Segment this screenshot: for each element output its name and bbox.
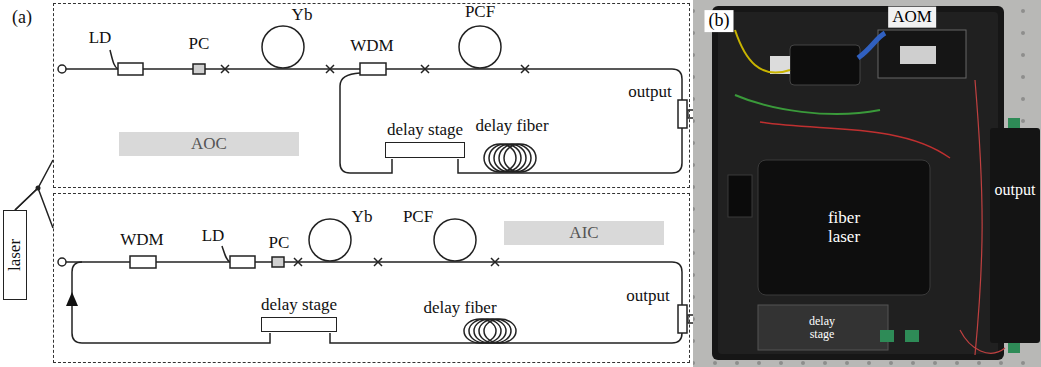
fiber-component: [118, 63, 687, 128]
fiber-component: [230, 256, 255, 268]
fiber-component: [118, 63, 143, 75]
stage-label: delay stage: [261, 296, 337, 315]
setup-panel: AOC delay stage: [53, 3, 690, 188]
photo-panel: [790, 45, 860, 85]
photo-panel: [960, 330, 1005, 353]
photo-panel: [735, 95, 880, 114]
photo-panel: [975, 80, 982, 355]
fiber-component: [678, 100, 687, 128]
laser-box: laser: [3, 210, 27, 300]
panel-letter: (b): [705, 10, 734, 32]
photo-panel: [758, 160, 930, 295]
fiber-component: [360, 63, 386, 75]
photo-panel: [760, 122, 950, 158]
panel-letter: (a): [12, 8, 32, 28]
part-name: WDM: [350, 37, 393, 56]
photo-panel: [712, 6, 1004, 360]
fiber-coil: [504, 144, 536, 172]
fiber-component: [678, 305, 687, 333]
photo-panel: [693, 0, 1041, 367]
fiber-path: [110, 50, 118, 69]
fiber-component: [130, 256, 156, 268]
photo-panel: [880, 330, 894, 342]
photo-panel: [1008, 343, 1020, 353]
fiber-coil: [309, 219, 516, 343]
photo-panel: [905, 330, 919, 342]
fiber-path: [156, 261, 230, 263]
photo-panel: [693, 0, 1041, 367]
stage-label: delay stage: [387, 121, 463, 140]
fiber-path: [58, 65, 66, 73]
fiber-path: [66, 261, 130, 263]
photo-panel: [878, 30, 966, 78]
fiber-component: [272, 257, 284, 267]
part-name: Yb: [292, 6, 313, 25]
photo-panel: [1008, 118, 1020, 128]
part-name: PC: [269, 234, 290, 253]
splice-mark: [294, 258, 499, 266]
fiber-path: [458, 128, 682, 173]
splice-mark: [491, 258, 499, 266]
delay-stage-box: delay stage: [385, 142, 465, 158]
photo-panel: [900, 46, 936, 64]
photo-panel: [728, 175, 752, 217]
fiber-path: [58, 246, 682, 343]
fiber-path: [72, 262, 270, 343]
fiber-path: [222, 246, 230, 262]
splice-mark: [221, 65, 229, 73]
splice-mark: [374, 258, 382, 266]
part-name: Yb: [352, 208, 373, 227]
fiber-coil: [262, 26, 536, 172]
fiber-coil: [484, 319, 516, 343]
photo-panel: [735, 30, 790, 73]
direction-arrow: [66, 292, 78, 306]
splice-mark: [521, 65, 529, 73]
photo-label: output: [995, 181, 1036, 199]
photo-panel: [693, 0, 1041, 367]
laser-feed-line: [15, 160, 53, 210]
photo-label: AOM: [888, 7, 936, 28]
laser-label: laser: [6, 239, 25, 271]
part-name: LD: [202, 227, 225, 246]
part-name: PC: [189, 35, 210, 54]
part-name: LD: [89, 29, 112, 48]
photo-panel: [990, 128, 1040, 343]
photo-label: delay stage: [797, 315, 847, 341]
part-name: delay fiber: [423, 299, 496, 318]
delay-stage-box: delay stage: [261, 317, 337, 332]
fiber-path: [66, 68, 118, 70]
group-band-label: AIC: [504, 221, 664, 245]
photo-label: fiber laser: [813, 209, 875, 246]
fiber-path: [58, 50, 682, 173]
fiber-coil: [262, 26, 304, 68]
fiber-component: [130, 256, 687, 333]
fiber-component: [193, 64, 205, 74]
port-name: output: [628, 83, 671, 102]
splice-mark: [326, 65, 334, 73]
part-name: WDM: [120, 231, 163, 250]
fiber-path: [58, 258, 66, 266]
fiber-coil: [459, 26, 501, 68]
photo-panel: [758, 305, 888, 350]
splice-mark: [294, 258, 302, 266]
part-name: delay fiber: [475, 117, 548, 136]
group-band-label: AOC: [119, 132, 299, 156]
fiber-path: [340, 73, 392, 173]
part-name: PCF: [465, 3, 495, 22]
photo-panel: [858, 33, 885, 58]
fiber-path: [143, 68, 193, 70]
splice-mark: [221, 65, 529, 73]
part-name: PCF: [403, 208, 433, 227]
fiber-coil: [434, 219, 476, 261]
port-name: output: [626, 287, 669, 306]
photo-panel: [718, 12, 998, 354]
fiber-coil: [309, 219, 351, 261]
splice-mark: [421, 65, 429, 73]
